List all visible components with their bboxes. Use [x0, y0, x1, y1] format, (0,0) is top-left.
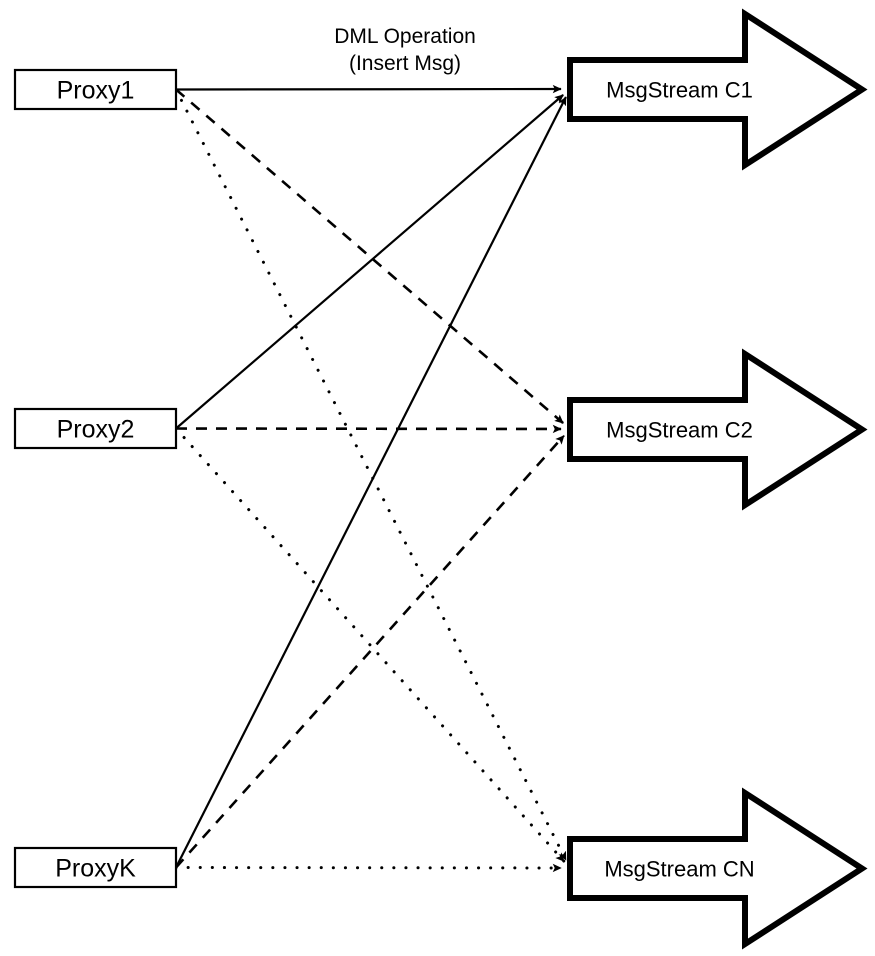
- proxy-label-proxy1: Proxy1: [57, 77, 135, 105]
- proxy-node-proxy1[interactable]: Proxy1: [13, 68, 178, 111]
- proxy-label-proxy2: Proxy2: [57, 416, 135, 444]
- proxy-label-proxyK: ProxyK: [55, 855, 136, 883]
- msgstream-label-c2: MsgStream C2: [606, 418, 753, 443]
- edge-proxyK-to-c1: [175, 96, 567, 868]
- proxy-box-proxy1: [13, 68, 178, 111]
- proxy-box-proxy2: [13, 407, 178, 450]
- edge-proxy2-to-cn: [174, 427, 566, 863]
- msgstream-label-c1: MsgStream C1: [606, 78, 753, 103]
- proxy-node-proxyK[interactable]: ProxyK: [13, 846, 178, 889]
- msgstream-label-cn: MsgStream CN: [604, 857, 754, 882]
- edge-proxyK-to-c2: [175, 434, 565, 869]
- proxy-box-proxyK: [13, 846, 178, 889]
- streams-layer: MsgStream C1 MsgStream C2 MsgStream CN: [567, 8, 868, 950]
- msgstream-arrow-shape-cn: [567, 787, 868, 950]
- msgstream-arrow-shape-c2: [567, 348, 868, 511]
- dml-operation-annotation: DML Operation (Insert Msg): [334, 25, 476, 75]
- proxy-node-proxy2[interactable]: Proxy2: [13, 407, 178, 450]
- edge-proxy2-to-c1: [175, 94, 564, 430]
- dml-operation-line2: (Insert Msg): [349, 52, 461, 75]
- edges-layer: [174, 84, 568, 873]
- msgstream-cn[interactable]: MsgStream CN: [567, 787, 868, 950]
- edge-proxy1-to-cn: [174, 88, 568, 862]
- msgstream-arrow-shape-c1: [567, 8, 868, 171]
- msgstream-c1[interactable]: MsgStream C1: [567, 8, 868, 171]
- dml-operation-line1: DML Operation: [334, 25, 476, 48]
- edge-proxy1-to-c2: [175, 88, 565, 425]
- msgstream-c2[interactable]: MsgStream C2: [567, 348, 868, 511]
